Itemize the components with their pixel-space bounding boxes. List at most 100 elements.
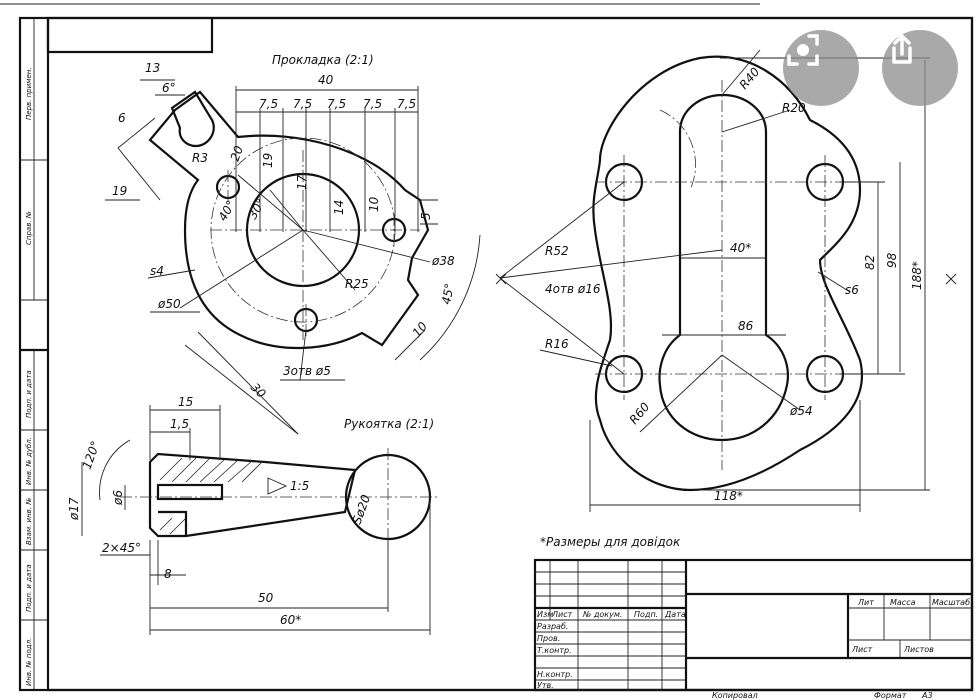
gasket-dim-30: 30 — [248, 380, 269, 401]
gasket-dim-7-5-c: 7,5 — [327, 97, 346, 111]
tb-scale: Масштаб — [932, 598, 970, 607]
handle-dim-120deg: 120° — [80, 439, 103, 471]
lens-scan-button[interactable] — [783, 30, 859, 106]
side-label-3: Подп. и дата — [25, 370, 33, 418]
scan-icon — [787, 34, 819, 66]
taper-symbol — [267, 477, 288, 495]
tb-row-utv: Утв. — [537, 681, 554, 690]
plate-view: R52 4отв ø16 R16 40* 86 R40 R20 R60 ø54 … — [495, 49, 957, 512]
side-label-1: Перв. примен. — [25, 67, 33, 120]
handle-dim-sphere: Sø20 — [350, 492, 374, 526]
plate-cross-right — [945, 273, 957, 285]
gasket-dim-20: 20 — [228, 144, 247, 163]
handle-dim-8: 8 — [164, 567, 172, 581]
tb-col-date: Дата — [664, 610, 686, 619]
tb-row-nkontr: Н.контр. — [537, 670, 573, 679]
plate-dim-r40: R40 — [737, 65, 763, 92]
handle-dim-15: 15 — [178, 395, 193, 409]
tb-row-tkontr: Т.контр. — [537, 646, 572, 655]
gasket-dim-10b: 10 — [410, 319, 431, 340]
plate-dim-r52: R52 — [545, 244, 569, 258]
gasket-dim-phi50: ø50 — [157, 297, 181, 311]
handle-view: Рукоятка (2:1) 1:5 Sø20 15 — [67, 395, 440, 635]
gasket-dim-phi38: ø38 — [431, 254, 455, 268]
handle-dim-1-5: 1,5 — [170, 417, 189, 431]
handle-hatching — [159, 457, 263, 535]
side-label-7: Инв. № подл. — [25, 638, 33, 686]
title-block: Изм Лист № докум. Подп. Дата Разраб. Про… — [533, 558, 974, 700]
reference-note: *Размеры для довідок — [540, 535, 681, 549]
handle-shaft — [148, 452, 357, 538]
gasket-dim-10: 10 — [367, 196, 381, 212]
gasket-dim-s4: s4 — [150, 264, 164, 278]
sheet-outer-frame — [18, 16, 974, 692]
gasket-dim-7-5-b: 7,5 — [293, 97, 312, 111]
plate-dim-s6: s6 — [845, 283, 859, 297]
tb-col-list: Лист — [551, 610, 573, 619]
gasket-dim-r3: R3 — [192, 151, 208, 165]
handle-dim-50: 50 — [258, 591, 274, 605]
tb-mass: Масса — [890, 598, 916, 607]
handle-bore — [156, 483, 224, 501]
side-strip: Перв. примен. Справ. № Подп. и дата Инв.… — [20, 18, 48, 690]
tb-col-sign: Подп. — [634, 610, 658, 619]
side-label-6: Подп. и дата — [25, 564, 33, 612]
gasket-dim-14: 14 — [332, 200, 346, 215]
gasket-dim-7-5-a: 7,5 — [259, 97, 278, 111]
tb-col-doc: № докум. — [582, 610, 622, 619]
sheet-inner-frame — [46, 16, 974, 692]
handle-dim-60: 60* — [280, 613, 301, 627]
plate-dim-188: 188* — [910, 261, 924, 290]
plate-dim-82: 82 — [863, 255, 877, 270]
handle-dim-phi6: ø6 — [111, 490, 125, 506]
gasket-dim-40: 40 — [318, 73, 334, 87]
handle-dim-chamfer: 2×45° — [102, 541, 141, 555]
gasket-slot — [170, 90, 215, 148]
gasket-outline — [148, 90, 430, 350]
gasket-dim-r25: R25 — [345, 277, 369, 291]
side-label-4: Инв. № дубл. — [25, 437, 33, 485]
tb-sheets: Листов — [903, 645, 934, 654]
plate-dim-40: 40* — [730, 241, 751, 255]
tb-sheet: Лист — [851, 645, 873, 654]
side-label-2: Справ. № — [25, 211, 33, 245]
gasket-dim-holes: 3отв ø5 — [283, 364, 331, 378]
plate-outline — [592, 55, 863, 492]
gasket-dim-19v: 19 — [261, 153, 275, 168]
tb-row-razrab: Разраб. — [537, 622, 568, 631]
gasket-title: Прокладка (2:1) — [272, 53, 374, 67]
gasket-dim-7-5-d: 7,5 — [363, 97, 382, 111]
side-label-5: Взам. инв. № — [25, 497, 33, 545]
plate-dim-holes: 4отв ø16 — [545, 282, 601, 296]
plate-dim-r60: R60 — [627, 400, 653, 427]
gasket-dim-17: 17 — [295, 174, 309, 190]
tb-format-value: А3 — [921, 691, 933, 700]
handle-title: Рукоятка (2:1) — [344, 417, 434, 431]
tb-col-izm: Изм — [537, 610, 553, 619]
handle-step — [158, 510, 188, 536]
plate-dim-r20: R20 — [782, 101, 806, 115]
share-button[interactable] — [882, 30, 958, 106]
plate-dim-phi54: ø54 — [789, 404, 813, 418]
handle-dim-cone: 1:5 — [290, 479, 309, 493]
tb-copied: Копировал — [712, 691, 758, 700]
plate-dim-118: 118* — [714, 489, 743, 503]
gasket-dim-19: 19 — [112, 184, 127, 198]
gasket-dim-5: 5 — [419, 212, 433, 220]
tb-lit: Лит — [857, 598, 874, 607]
handle-dim-phi17: ø17 — [67, 497, 81, 521]
gasket-view: Прокладка (2:1) 40 7,5 — [105, 53, 481, 435]
gasket-dim-45deg: 45° — [439, 282, 456, 305]
gasket-dim-7-5-e: 7,5 — [397, 97, 416, 111]
plate-dim-r16: R16 — [545, 337, 569, 351]
gasket-dim-6deg: 6° — [162, 81, 176, 95]
gasket-dim-40deg: 40° — [215, 198, 238, 223]
tb-format: Формат — [874, 691, 907, 700]
plate-dim-98: 98 — [885, 252, 899, 268]
plate-cross-left — [495, 273, 507, 285]
top-stamp-box — [46, 18, 214, 54]
tb-row-prov: Пров. — [537, 634, 560, 643]
share-icon — [892, 34, 912, 64]
gasket-dim-6: 6 — [118, 111, 126, 125]
